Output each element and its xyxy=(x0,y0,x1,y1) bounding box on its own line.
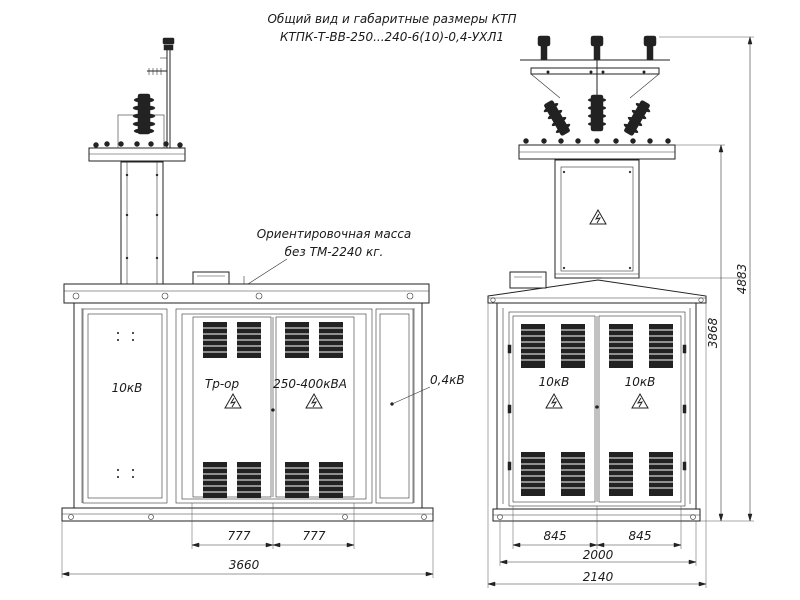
insulator-icon xyxy=(537,35,657,61)
side-vent-grilles xyxy=(521,324,673,496)
front-dim-right-door: 777 xyxy=(303,529,326,543)
side-dim-total-width: 2140 xyxy=(583,570,614,584)
high-voltage-warning-icon xyxy=(545,392,563,409)
insulator-icon xyxy=(132,93,156,135)
insulator-icon xyxy=(543,94,651,136)
side-dimensions xyxy=(487,36,754,588)
drawing-title-line2: КТПК-Т-ВВ-250...240-6(10)-0,4-УХЛ1 xyxy=(280,30,504,44)
side-dim-body-width: 2000 xyxy=(583,548,614,562)
drawing-title-line1: Общий вид и габаритные размеры КТП xyxy=(267,12,516,26)
transformer-label: Тр-ор xyxy=(205,377,240,391)
mass-note-line2: без ТМ-2240 кг. xyxy=(285,245,384,259)
side-dim-left-door: 845 xyxy=(544,529,567,543)
front-dim-total-width: 3660 xyxy=(229,558,260,572)
front-view: 10кВ xyxy=(61,37,465,578)
front-dimensions xyxy=(61,503,434,578)
front-dim-left-door: 777 xyxy=(228,529,251,543)
high-voltage-warning-icon xyxy=(224,392,242,409)
side-right-door-label: 10кВ xyxy=(625,375,656,389)
hv-column xyxy=(88,37,186,289)
side-view: 10кВ 10кВ xyxy=(487,35,754,588)
side-left-door-label: 10кВ xyxy=(539,375,570,389)
side-dim-body-height: 3868 xyxy=(706,317,720,348)
transformer-power-label: 250-400кВА xyxy=(273,377,347,391)
high-voltage-warning-icon xyxy=(589,208,607,225)
front-vent-grilles xyxy=(203,322,343,498)
high-voltage-warning-icon xyxy=(631,392,649,409)
side-dim-right-door: 845 xyxy=(629,529,652,543)
mass-note-line1: Ориентировочная масса xyxy=(257,227,412,241)
side-dim-total-height: 4883 xyxy=(735,264,749,295)
high-voltage-warning-icon xyxy=(305,392,323,409)
front-left-panel-label: 10кВ xyxy=(112,381,143,395)
lv-label: 0,4кВ xyxy=(430,373,465,387)
